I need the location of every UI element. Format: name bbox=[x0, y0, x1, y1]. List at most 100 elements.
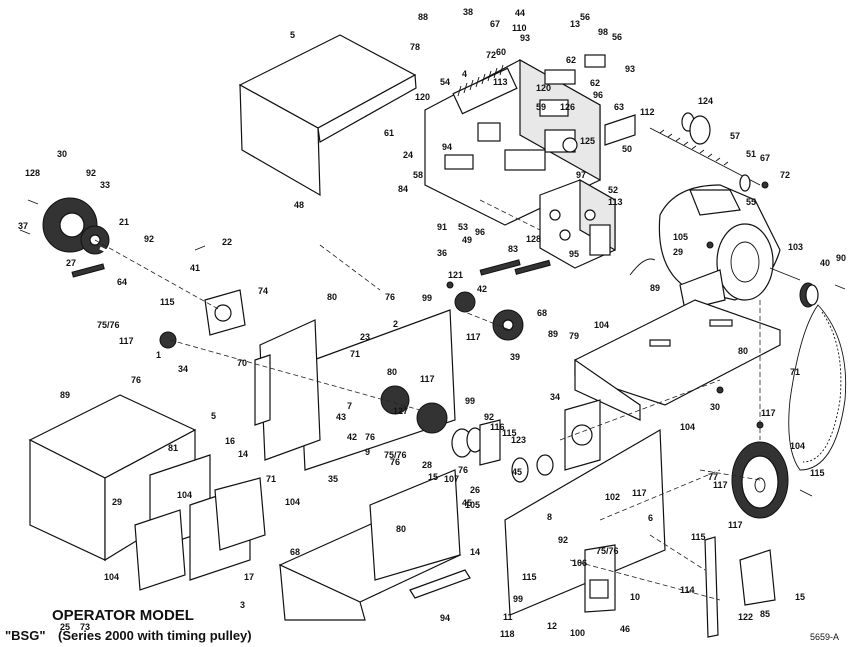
callout-label: 79 bbox=[569, 331, 579, 341]
callout-label: 80 bbox=[396, 524, 406, 534]
callout-label: 117 bbox=[761, 408, 776, 418]
callout-label: 114 bbox=[680, 585, 695, 595]
callout-label: 49 bbox=[462, 235, 472, 245]
title-line2: (Series 2000 with timing pulley) bbox=[58, 628, 252, 643]
callout-label: 28 bbox=[422, 460, 432, 470]
callout-label: 94 bbox=[440, 613, 450, 623]
callout-label: 117 bbox=[632, 488, 647, 498]
part-chain-40 bbox=[479, 259, 551, 276]
callout-label: 96 bbox=[593, 90, 603, 100]
callout-label: 96 bbox=[475, 227, 485, 237]
callout-label: 72 bbox=[780, 170, 790, 180]
callout-label: 115 bbox=[502, 428, 517, 438]
callout-label: 48 bbox=[294, 200, 304, 210]
callout-label: 80 bbox=[738, 346, 748, 356]
callout-label: 14 bbox=[470, 547, 480, 557]
callout-label: 89 bbox=[60, 390, 70, 400]
callout-label: 35 bbox=[328, 474, 338, 484]
callout-label: 113 bbox=[493, 77, 508, 87]
part-shaft-21 bbox=[234, 198, 321, 247]
callout-label: 115 bbox=[160, 297, 175, 307]
callout-label: 78 bbox=[410, 42, 420, 52]
callout-label: 117 bbox=[420, 374, 435, 384]
callout-label: 30 bbox=[710, 402, 720, 412]
callout-label: 62 bbox=[566, 55, 576, 65]
title-line1: OPERATOR MODEL bbox=[52, 607, 194, 624]
callout-label: 113 bbox=[608, 197, 623, 207]
callout-label: 117 bbox=[728, 520, 743, 530]
callout-label: 51 bbox=[746, 149, 756, 159]
callout-label: 62 bbox=[590, 78, 600, 88]
callout-label: 38 bbox=[463, 7, 473, 17]
callout-label: 95 bbox=[569, 249, 579, 259]
callout-label: 52 bbox=[608, 185, 618, 195]
callout-label: 41 bbox=[190, 263, 200, 273]
part-side-plate-2 bbox=[254, 309, 456, 471]
callout-label: 80 bbox=[387, 367, 397, 377]
part-sprocket-36 bbox=[454, 291, 476, 313]
callout-label: 1 bbox=[156, 350, 161, 360]
callout-label: 12 bbox=[547, 621, 557, 631]
callout-label: 81 bbox=[168, 443, 178, 453]
callout-label: 93 bbox=[520, 33, 530, 43]
callout-label: 122 bbox=[738, 612, 753, 622]
callout-label: 75/76 bbox=[384, 450, 407, 460]
callout-label: 34 bbox=[178, 364, 188, 374]
callout-label: 126 bbox=[560, 102, 575, 112]
callout-label: 117 bbox=[466, 332, 481, 342]
callout-label: 117 bbox=[713, 480, 728, 490]
callout-label: 29 bbox=[673, 247, 683, 257]
callout-label: 33 bbox=[100, 180, 110, 190]
callout-label: 99 bbox=[513, 594, 523, 604]
callout-label: 67 bbox=[490, 19, 500, 29]
callout-label: 2 bbox=[393, 319, 398, 329]
callout-label: 8 bbox=[547, 512, 552, 522]
callout-label: 83 bbox=[508, 244, 518, 254]
callout-label: 74 bbox=[258, 286, 268, 296]
callout-label: 61 bbox=[384, 128, 394, 138]
callout-label: 121 bbox=[448, 270, 463, 280]
part-base-3 bbox=[504, 428, 666, 616]
callout-label: 92 bbox=[484, 412, 494, 422]
part-motor-48 bbox=[629, 184, 801, 311]
part-timing-belt-43 bbox=[788, 304, 847, 471]
callout-label: 30 bbox=[57, 149, 67, 159]
callout-label: 124 bbox=[698, 96, 713, 106]
callout-label: 123 bbox=[511, 435, 526, 445]
callout-label: 42 bbox=[347, 432, 357, 442]
callout-label: 89 bbox=[548, 329, 558, 339]
callout-label: 60 bbox=[496, 47, 506, 57]
callout-label: 22 bbox=[222, 237, 232, 247]
callout-label: 104 bbox=[680, 422, 695, 432]
callout-label: 104 bbox=[594, 320, 609, 330]
title-model: "BSG" bbox=[5, 628, 46, 643]
part-bearing-42 bbox=[204, 289, 601, 471]
callout-label: 76 bbox=[458, 465, 468, 475]
part-chain-41 bbox=[71, 263, 105, 278]
assembly-guide-lines bbox=[94, 199, 761, 601]
callout-label: 34 bbox=[550, 392, 560, 402]
callout-label: 67 bbox=[760, 153, 770, 163]
callout-label: 56 bbox=[580, 12, 590, 22]
callout-label: 21 bbox=[119, 217, 129, 227]
callout-label: 56 bbox=[612, 32, 622, 42]
callout-label: 104 bbox=[177, 490, 192, 500]
callout-label: 84 bbox=[398, 184, 408, 194]
callout-label: 80 bbox=[327, 292, 337, 302]
callout-label: 77 bbox=[708, 472, 718, 482]
callout-label: 112 bbox=[640, 107, 655, 117]
callout-label: 76 bbox=[131, 375, 141, 385]
callout-label: 39 bbox=[510, 352, 520, 362]
callout-label: 6 bbox=[648, 513, 653, 523]
callout-label: 105 bbox=[465, 500, 480, 510]
callout-label: 68 bbox=[290, 547, 300, 557]
callout-label: 10 bbox=[630, 592, 640, 602]
callout-label: 117 bbox=[119, 336, 134, 346]
callout-label: 23 bbox=[360, 332, 370, 342]
callout-label: 75/76 bbox=[596, 546, 619, 556]
callout-label: 29 bbox=[112, 497, 122, 507]
callout-label: 98 bbox=[598, 27, 608, 37]
callout-label: 90 bbox=[836, 253, 846, 263]
callout-label: 54 bbox=[440, 77, 450, 87]
